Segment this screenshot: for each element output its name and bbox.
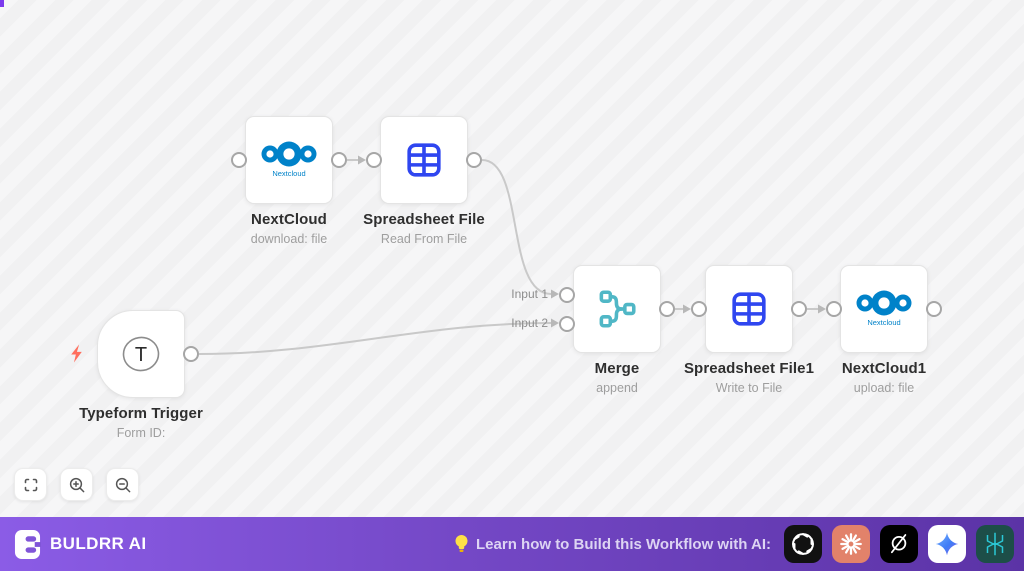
gemini-icon — [935, 532, 959, 556]
svg-text:T: T — [135, 344, 147, 366]
node-subtitle: append — [596, 381, 638, 395]
input-port[interactable] — [231, 152, 247, 168]
grok-link[interactable] — [880, 525, 918, 563]
node-subtitle: download: file — [250, 232, 328, 246]
ai-provider-links — [784, 525, 1014, 563]
arrowhead-icon — [551, 289, 559, 299]
node-subtitle: upload: file — [853, 381, 915, 395]
spreadsheet-icon — [407, 143, 441, 177]
lightning-bolt-icon — [71, 344, 82, 363]
merge-icon — [599, 290, 636, 328]
fit-view-icon — [24, 478, 37, 491]
output-port[interactable] — [791, 301, 807, 317]
fit-view-button[interactable] — [14, 468, 47, 501]
merge-input-1-label: Input 1 — [511, 287, 548, 301]
input-port[interactable] — [366, 152, 382, 168]
node-spreadsheet-file1[interactable]: Spreadsheet File1 Write to File — [684, 265, 814, 395]
claude-link[interactable] — [832, 525, 870, 563]
node-typeform-trigger[interactable]: T Typeform Trigger Form ID: — [79, 310, 203, 440]
nextcloud-logo-icon: Nextcloud — [261, 141, 317, 178]
workflow-canvas[interactable]: Nextcloud NextCloud download: file Sprea… — [0, 0, 1024, 517]
grok-icon — [890, 534, 907, 554]
node-merge[interactable]: Merge append — [559, 265, 675, 395]
input-port-1[interactable] — [559, 287, 575, 303]
svg-text:Nextcloud: Nextcloud — [272, 169, 305, 178]
zoom-in-icon — [69, 477, 84, 492]
gemini-link[interactable] — [928, 525, 966, 563]
node-subtitle: Form ID: — [116, 426, 166, 440]
node-title: Typeform Trigger — [79, 405, 203, 422]
arrowhead-icon — [683, 304, 691, 314]
svg-text:Nextcloud: Nextcloud — [867, 318, 900, 327]
input-port[interactable] — [691, 301, 707, 317]
node-title: Merge — [594, 360, 640, 377]
perplexity-link[interactable] — [976, 525, 1014, 563]
node-nextcloud[interactable]: Nextcloud NextCloud download: file — [231, 116, 347, 246]
arrowhead-icon — [358, 155, 366, 165]
output-port[interactable] — [183, 346, 199, 362]
corner-artifact — [0, 0, 4, 7]
zoom-out-button[interactable] — [106, 468, 139, 501]
node-nextcloud1[interactable]: Nextcloud NextCloud1 upload: file — [826, 265, 942, 395]
spreadsheet-icon — [732, 292, 766, 326]
zoom-out-icon — [115, 477, 130, 492]
node-title: NextCloud1 — [841, 360, 927, 377]
output-port[interactable] — [331, 152, 347, 168]
footer-bar: BULDRR AI Learn how to Build this Workfl… — [0, 517, 1024, 571]
output-port[interactable] — [659, 301, 675, 317]
nextcloud-logo-icon: Nextcloud — [856, 290, 912, 327]
claude-icon — [840, 533, 862, 555]
openai-icon — [792, 533, 814, 555]
bulb-icon — [455, 535, 468, 552]
brand-name: BULDRR AI — [50, 534, 147, 553]
node-subtitle: Write to File — [715, 381, 783, 395]
input-port-2[interactable] — [559, 316, 575, 332]
output-port[interactable] — [466, 152, 482, 168]
input-port[interactable] — [826, 301, 842, 317]
node-subtitle: Read From File — [380, 232, 468, 246]
zoom-in-button[interactable] — [60, 468, 93, 501]
footer-message: Learn how to Build this Workflow with AI… — [454, 534, 771, 554]
footer-message-text: Learn how to Build this Workflow with AI… — [476, 535, 771, 553]
perplexity-icon — [986, 532, 1004, 556]
node-spreadsheet-file[interactable]: Spreadsheet File Read From File — [363, 116, 485, 246]
brand-link[interactable]: BULDRR AI — [14, 529, 146, 560]
node-title: Spreadsheet File — [363, 211, 485, 228]
arrowhead-icon — [818, 304, 826, 314]
typeform-icon: T — [122, 336, 160, 372]
node-title: NextCloud — [251, 211, 327, 228]
merge-input-2-label: Input 2 — [511, 316, 548, 330]
openai-link[interactable] — [784, 525, 822, 563]
output-port[interactable] — [926, 301, 942, 317]
arrowhead-icon — [551, 318, 559, 328]
canvas-controls — [14, 468, 139, 501]
buldrr-logo-icon — [14, 529, 41, 559]
node-title: Spreadsheet File1 — [683, 360, 815, 377]
